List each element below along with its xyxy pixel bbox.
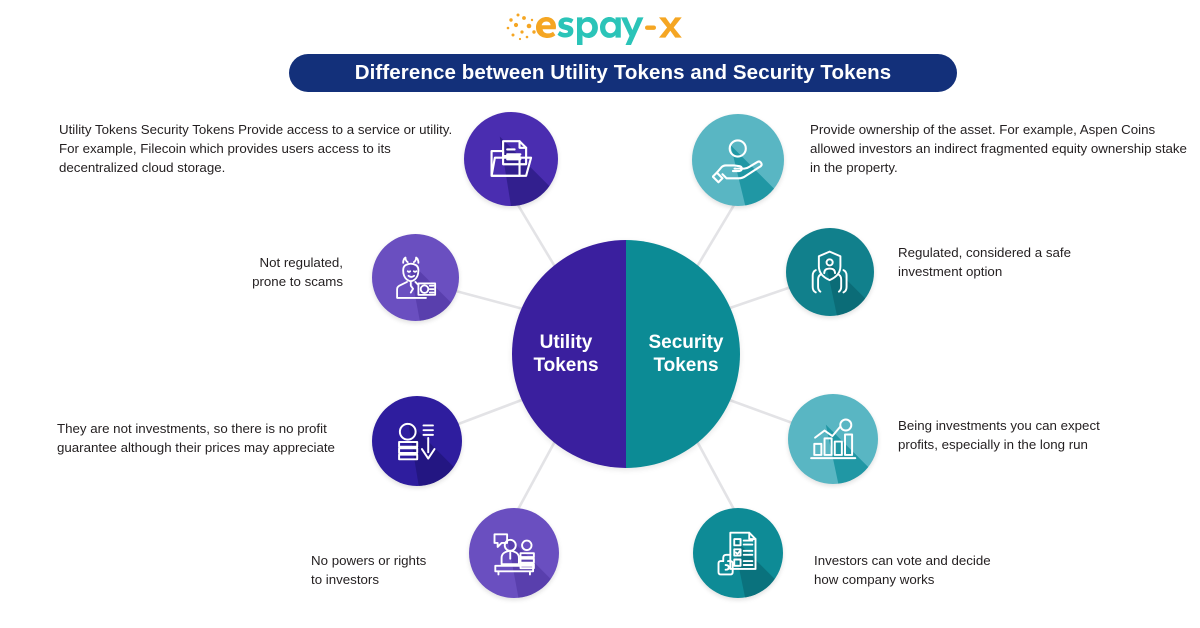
caption-utility-not-regulated: Not regulated, prone to scams <box>252 255 343 290</box>
center-label-utility: Utility Tokens <box>533 331 599 376</box>
bubble-security-profits[interactable] <box>788 394 878 484</box>
bubble-utility-access[interactable] <box>464 112 558 206</box>
bubble-utility-no-profit[interactable] <box>372 396 462 486</box>
center-comparison-wheel: Utility Tokens Security Tokens <box>512 240 740 468</box>
hand-ballot-checklist-icon <box>713 528 763 578</box>
center-half-security: Security Tokens <box>626 240 740 468</box>
bubble-utility-not-regulated[interactable] <box>372 234 459 321</box>
bubble-security-voting[interactable] <box>693 508 783 598</box>
caption-security-regulated: Regulated, considered a safe investment … <box>898 245 1071 280</box>
speaker-podium-icon <box>489 528 539 578</box>
page-title-banner: Difference between Utility Tokens and Se… <box>289 54 957 92</box>
bubble-shadow <box>732 536 783 598</box>
devil-scammer-money-icon <box>391 253 440 302</box>
coins-down-arrow-icon <box>392 416 442 466</box>
center-half-utility: Utility Tokens <box>512 240 626 468</box>
growth-bar-chart-icon <box>808 414 858 464</box>
page-title: Difference between Utility Tokens and Se… <box>354 61 892 84</box>
bubble-security-ownership[interactable] <box>692 114 784 206</box>
caption-utility-no-rights: No powers or rights to investors <box>311 553 427 588</box>
caption-security-voting: Investors can vote and decide how compan… <box>814 553 991 588</box>
center-label-security: Security Tokens <box>648 331 724 376</box>
shield-protected-hands-icon <box>805 247 854 296</box>
bubble-security-regulated[interactable] <box>786 228 874 316</box>
bubble-shadow <box>408 260 459 321</box>
caption-security-profits: Being investments you can expect profits… <box>898 418 1100 453</box>
caption-utility-no-profit: They are not investments, so there is no… <box>57 421 335 456</box>
caption-security-ownership: Provide ownership of the asset. For exam… <box>810 122 1187 176</box>
brand-logo <box>0 8 1200 46</box>
folder-documents-icon <box>485 133 538 186</box>
bubble-utility-no-rights[interactable] <box>469 508 559 598</box>
espay-x-logo-icon <box>506 13 682 45</box>
bubble-shadow <box>730 145 784 206</box>
bubble-shadow <box>824 257 874 316</box>
caption-utility-access: Utility Tokens Security Tokens Provide a… <box>59 122 453 176</box>
bubble-shadow <box>408 421 462 486</box>
hand-holding-asset-icon <box>712 134 764 186</box>
